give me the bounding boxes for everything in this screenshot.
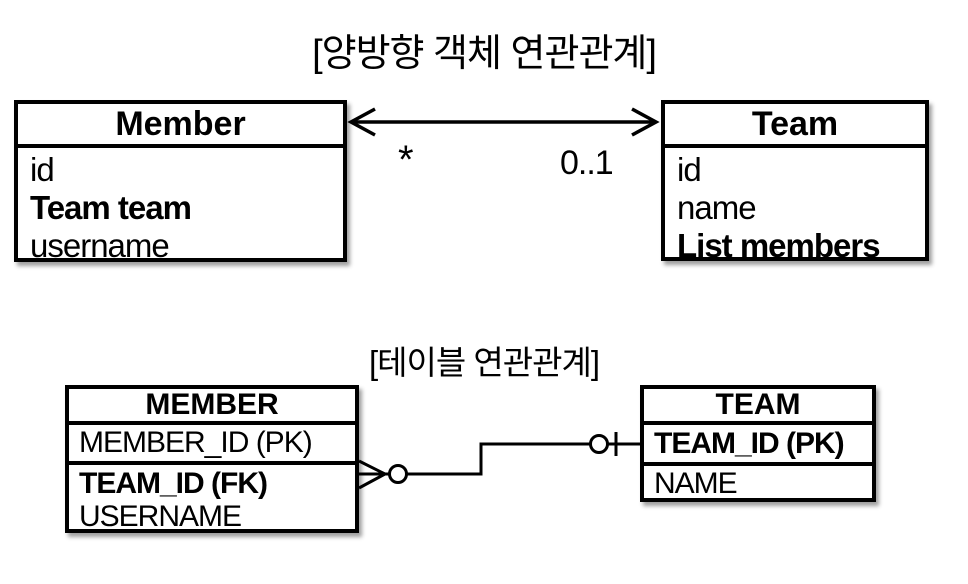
- team-table-box: TEAM TEAM_ID (PK) NAME: [640, 385, 876, 502]
- member-table-box: MEMBER MEMBER_ID (PK) TEAM_ID (FK) USERN…: [65, 385, 359, 533]
- member-table-name: MEMBER: [69, 388, 355, 425]
- member-table-col-team-id: TEAM_ID (FK): [79, 467, 268, 500]
- member-table-compartment: TEAM_ID (FK) USERNAME: [69, 465, 355, 535]
- team-table-name: TEAM: [644, 388, 872, 425]
- team-field-id: id: [677, 151, 702, 188]
- team-field-name: name: [677, 189, 757, 226]
- arrowhead-left-icon: [347, 107, 376, 137]
- member-multiplicity-label: *: [398, 138, 414, 182]
- zero-circle-member-icon: [388, 464, 408, 484]
- member-class-name: Member: [18, 104, 343, 148]
- member-class-fields: id Team team username: [18, 148, 343, 268]
- member-table-col-member-id: MEMBER_ID (PK): [69, 425, 355, 465]
- bidirectional-association-arrow: [347, 107, 660, 137]
- member-table-col-username: USERNAME: [79, 500, 242, 533]
- fk-connector-line: [385, 442, 640, 476]
- member-field-team: Team team: [30, 189, 192, 226]
- member-field-username: username: [30, 227, 170, 264]
- member-field-id: id: [30, 151, 55, 188]
- object-association-title: [양방향 객체 연관관계]: [312, 33, 657, 75]
- arrowhead-right-icon: [631, 107, 660, 137]
- fk-relationship-connector: [358, 432, 640, 490]
- team-table-col-team-id: TEAM_ID (PK): [644, 425, 872, 466]
- team-multiplicity-label: 0..1: [560, 144, 614, 182]
- table-association-title: [테이블 연관관계]: [368, 344, 600, 381]
- team-table-col-name: NAME: [654, 467, 738, 500]
- team-field-members: List members: [677, 227, 881, 264]
- crowsfoot-many-icon: [358, 459, 386, 490]
- team-class-box: Team id name List members: [661, 100, 929, 264]
- member-class-box: Member id Team team username: [14, 100, 347, 264]
- zero-circle-team-icon: [589, 434, 609, 454]
- team-class-fields: id name List members: [665, 148, 925, 268]
- team-class-name: Team: [665, 104, 925, 148]
